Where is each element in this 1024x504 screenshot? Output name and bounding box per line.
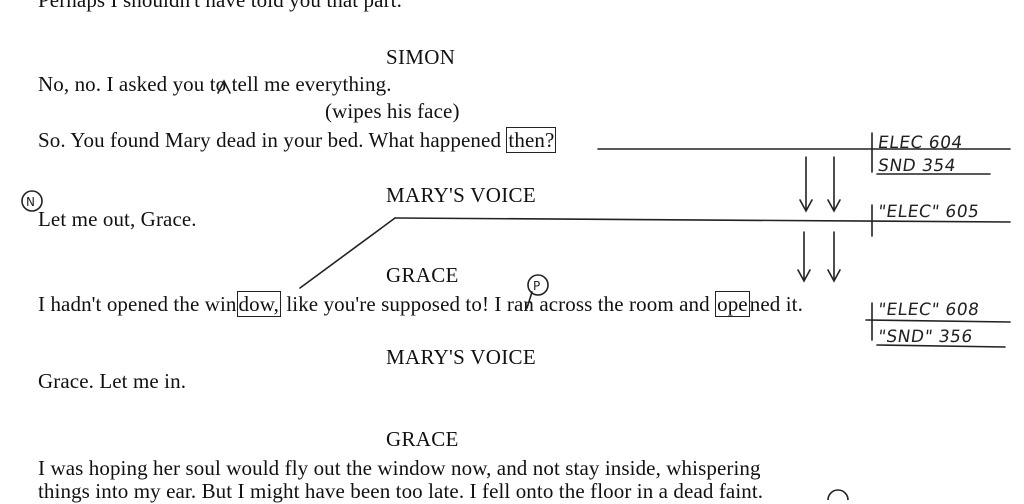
dialogue-line: things into my ear. But I might have bee… [38, 479, 764, 503]
cue-connector [299, 217, 396, 289]
arrow-down [827, 199, 841, 213]
arrow-down [827, 269, 841, 283]
dialogue-line: So. You found Mary dead in your bed. Wha… [38, 127, 557, 153]
dialogue-line: I was hoping her soul would fly out the … [38, 456, 761, 480]
dialogue-text: ned it. [749, 292, 803, 316]
stage-direction: (wipes his face) [325, 99, 460, 123]
dialogue-line: No, no. I asked you to tell me everythin… [38, 72, 392, 96]
boxed-cue-word: ope [715, 291, 750, 317]
dialogue-line: Grace. Let me in. [38, 369, 187, 393]
boxed-cue-word: dow, [236, 291, 281, 317]
dialogue-text: I hadn't opened the win [38, 292, 237, 316]
character-name-grace: GRACE [386, 427, 459, 451]
circle-p-label: P [533, 279, 541, 293]
dialogue-line: I hadn't opened the window, like you're … [38, 291, 803, 317]
character-name-marys-voice: MARY'S VOICE [386, 183, 536, 207]
arrow-down [799, 199, 813, 213]
cue-underline [876, 344, 1006, 348]
dialogue-text: So. You found Mary dead in your bed. Wha… [38, 128, 507, 152]
dialogue-text: like you're supposed to! I ran across th… [280, 292, 716, 316]
circle-n-label: N [26, 195, 36, 209]
circle-partial [827, 489, 849, 500]
arrow-down [797, 269, 811, 283]
circle-n [21, 190, 43, 212]
character-name-grace: GRACE [386, 263, 459, 287]
top-partial-line: Perhaps I shouldn't have told you that p… [38, 0, 402, 12]
circle-p [527, 274, 549, 296]
insertion-caret [217, 79, 231, 94]
cue-line [865, 319, 1011, 323]
character-name-marys-voice: MARY'S VOICE [386, 345, 536, 369]
cue-line [394, 217, 1011, 223]
dialogue-line: Let me out, Grace. [38, 207, 197, 231]
character-name-simon: SIMON [386, 45, 456, 69]
boxed-cue-word: then? [506, 127, 557, 153]
slash-mark [526, 291, 533, 309]
